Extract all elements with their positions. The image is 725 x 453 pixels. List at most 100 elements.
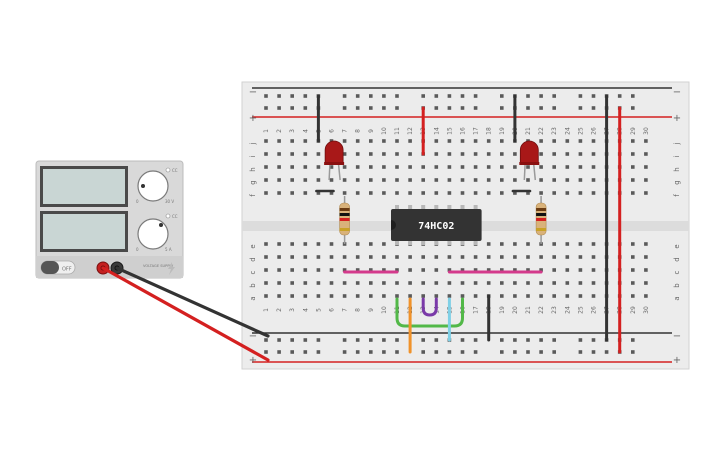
terminal-hole[interactable]: [303, 165, 308, 169]
terminal-hole[interactable]: [329, 191, 334, 195]
terminal-hole[interactable]: [434, 268, 439, 272]
rail-hole[interactable]: [264, 94, 268, 98]
terminal-hole[interactable]: [526, 281, 530, 285]
terminal-hole[interactable]: [303, 268, 308, 272]
rail-hole[interactable]: [526, 94, 530, 98]
terminal-hole[interactable]: [539, 191, 543, 195]
terminal-hole[interactable]: [408, 191, 412, 195]
terminal-hole[interactable]: [513, 178, 517, 182]
terminal-hole[interactable]: [264, 139, 268, 143]
terminal-hole[interactable]: [631, 242, 635, 246]
terminal-hole[interactable]: [395, 178, 399, 182]
terminal-hole[interactable]: [591, 165, 596, 169]
terminal-hole[interactable]: [526, 242, 530, 246]
terminal-hole[interactable]: [473, 191, 478, 195]
terminal-hole[interactable]: [578, 139, 583, 143]
terminal-hole[interactable]: [303, 152, 308, 156]
rail-hole[interactable]: [591, 106, 596, 110]
terminal-hole[interactable]: [552, 165, 556, 169]
terminal-hole[interactable]: [355, 165, 360, 169]
terminal-hole[interactable]: [369, 294, 373, 298]
terminal-hole[interactable]: [500, 191, 504, 195]
rail-hole[interactable]: [434, 106, 439, 110]
terminal-hole[interactable]: [395, 165, 399, 169]
terminal-hole[interactable]: [264, 294, 268, 298]
terminal-hole[interactable]: [369, 191, 373, 195]
terminal-hole[interactable]: [473, 139, 478, 143]
rail-hole[interactable]: [500, 350, 504, 354]
terminal-hole[interactable]: [355, 139, 360, 143]
rail-hole[interactable]: [552, 338, 556, 342]
ic-chip[interactable]: [391, 209, 482, 241]
terminal-hole[interactable]: [434, 281, 439, 285]
rail-hole[interactable]: [578, 350, 583, 354]
rail-hole[interactable]: [355, 94, 360, 98]
terminal-hole[interactable]: [526, 178, 530, 182]
rail-hole[interactable]: [382, 94, 386, 98]
terminal-hole[interactable]: [382, 294, 386, 298]
terminal-hole[interactable]: [513, 268, 517, 272]
rail-hole[interactable]: [552, 106, 556, 110]
terminal-hole[interactable]: [421, 281, 425, 285]
terminal-hole[interactable]: [552, 152, 556, 156]
terminal-hole[interactable]: [526, 165, 530, 169]
terminal-hole[interactable]: [552, 255, 556, 259]
terminal-hole[interactable]: [565, 294, 570, 298]
terminal-hole[interactable]: [500, 178, 504, 182]
terminal-hole[interactable]: [277, 152, 281, 156]
terminal-hole[interactable]: [631, 281, 635, 285]
terminal-hole[interactable]: [591, 255, 596, 259]
terminal-hole[interactable]: [395, 281, 399, 285]
terminal-hole[interactable]: [395, 294, 399, 298]
rail-hole[interactable]: [460, 106, 465, 110]
terminal-hole[interactable]: [565, 139, 570, 143]
terminal-hole[interactable]: [395, 191, 399, 195]
terminal-hole[interactable]: [486, 191, 491, 195]
rail-hole[interactable]: [382, 338, 386, 342]
supply-negative-wire[interactable]: [115, 266, 270, 338]
terminal-hole[interactable]: [303, 242, 308, 246]
terminal-hole[interactable]: [369, 255, 373, 259]
terminal-hole[interactable]: [355, 281, 360, 285]
terminal-hole[interactable]: [460, 152, 465, 156]
terminal-hole[interactable]: [447, 152, 452, 156]
terminal-hole[interactable]: [486, 255, 491, 259]
led-right[interactable]: [519, 140, 539, 165]
terminal-hole[interactable]: [342, 165, 347, 169]
terminal-hole[interactable]: [591, 242, 596, 246]
terminal-hole[interactable]: [486, 165, 491, 169]
terminal-hole[interactable]: [552, 191, 556, 195]
rail-hole[interactable]: [355, 106, 360, 110]
terminal-hole[interactable]: [565, 152, 570, 156]
terminal-hole[interactable]: [460, 191, 465, 195]
terminal-hole[interactable]: [277, 191, 281, 195]
terminal-hole[interactable]: [316, 255, 321, 259]
rail-hole[interactable]: [539, 338, 543, 342]
terminal-hole[interactable]: [591, 268, 596, 272]
terminal-hole[interactable]: [395, 139, 399, 143]
rail-hole[interactable]: [369, 106, 373, 110]
terminal-hole[interactable]: [329, 294, 334, 298]
terminal-hole[interactable]: [500, 294, 504, 298]
terminal-hole[interactable]: [382, 139, 386, 143]
terminal-hole[interactable]: [316, 294, 321, 298]
rail-hole[interactable]: [617, 94, 622, 98]
terminal-hole[interactable]: [277, 178, 281, 182]
terminal-hole[interactable]: [447, 255, 452, 259]
terminal-hole[interactable]: [539, 152, 543, 156]
rail-hole[interactable]: [473, 94, 478, 98]
rail-hole[interactable]: [447, 106, 452, 110]
rail-hole[interactable]: [342, 106, 347, 110]
rail-hole[interactable]: [631, 94, 635, 98]
terminal-hole[interactable]: [290, 255, 294, 259]
terminal-hole[interactable]: [539, 255, 543, 259]
terminal-hole[interactable]: [513, 255, 517, 259]
rail-hole[interactable]: [369, 338, 373, 342]
terminal-hole[interactable]: [382, 255, 386, 259]
terminal-hole[interactable]: [421, 191, 425, 195]
rail-hole[interactable]: [382, 350, 386, 354]
rail-hole[interactable]: [342, 338, 347, 342]
terminal-hole[interactable]: [382, 178, 386, 182]
rail-hole[interactable]: [578, 94, 583, 98]
